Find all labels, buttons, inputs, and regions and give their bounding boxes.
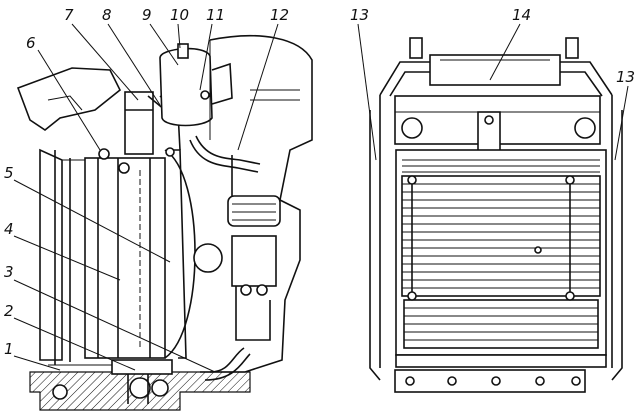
callout-1: 1: [4, 340, 14, 358]
callout-13-left: 13: [350, 6, 369, 24]
front-view: [369, 37, 623, 393]
callout-4: 4: [4, 220, 14, 238]
callout-5: 5: [4, 164, 14, 182]
callout-7: 7: [64, 6, 74, 24]
callout-labels: 1 2 3 4 5 6 7 8 9 10 11 12 13 14 13: [4, 6, 635, 358]
compressor: [227, 195, 281, 227]
callout-14: 14: [512, 6, 531, 24]
leader-lines: [13, 23, 629, 373]
radiator-core: [84, 157, 166, 359]
callout-6: 6: [26, 34, 36, 52]
callout-11: 11: [206, 6, 225, 24]
callout-3: 3: [4, 263, 14, 281]
callout-12: 12: [270, 6, 289, 24]
radiator-tubes: [402, 159, 600, 341]
side-view: [16, 34, 313, 411]
callout-13-right: 13: [616, 68, 635, 86]
callout-8: 8: [102, 6, 112, 24]
base-bracket: [394, 369, 586, 393]
callout-9: 9: [142, 6, 152, 24]
callout-10: 10: [170, 6, 189, 24]
callout-2: 2: [4, 302, 14, 320]
